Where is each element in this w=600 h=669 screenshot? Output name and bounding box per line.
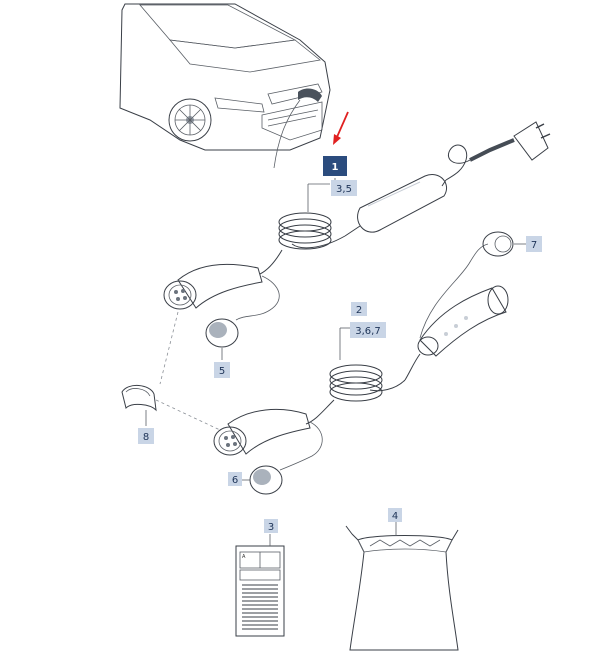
charging-cable-2	[213, 231, 514, 495]
svg-text:3: 3	[268, 522, 274, 533]
cable-holder	[121, 311, 221, 431]
svg-text:3,5: 3,5	[336, 184, 352, 195]
callout-8[interactable]: 8	[138, 428, 154, 444]
callout-4[interactable]: 4	[388, 508, 402, 522]
svg-text:6: 6	[232, 475, 238, 486]
callout-2[interactable]: 2	[351, 302, 367, 316]
callout-1-refs: 3,5	[331, 180, 357, 196]
leader-lines	[145, 178, 526, 546]
svg-text:7: 7	[531, 240, 537, 251]
svg-text:A: A	[242, 554, 246, 560]
svg-text:5: 5	[219, 366, 225, 377]
car-illustration	[119, 3, 331, 169]
callout-6[interactable]: 6	[228, 472, 242, 486]
red-arrow-icon	[333, 111, 349, 145]
storage-bag	[345, 525, 459, 651]
callout-5[interactable]: 5	[214, 362, 230, 378]
info-label-card: A	[235, 545, 285, 637]
svg-text:8: 8	[143, 432, 149, 443]
callout-7[interactable]: 7	[526, 236, 542, 252]
svg-text:4: 4	[392, 511, 398, 522]
svg-text:3,6,7: 3,6,7	[355, 326, 380, 337]
callout-1[interactable]: 1	[323, 156, 347, 176]
callout-2-refs: 3,6,7	[350, 322, 386, 338]
callout-2-number: 2	[356, 305, 362, 316]
callout-3[interactable]: 3	[264, 519, 278, 533]
callout-1-number: 1	[332, 162, 339, 173]
charging-cable-1	[163, 121, 551, 348]
